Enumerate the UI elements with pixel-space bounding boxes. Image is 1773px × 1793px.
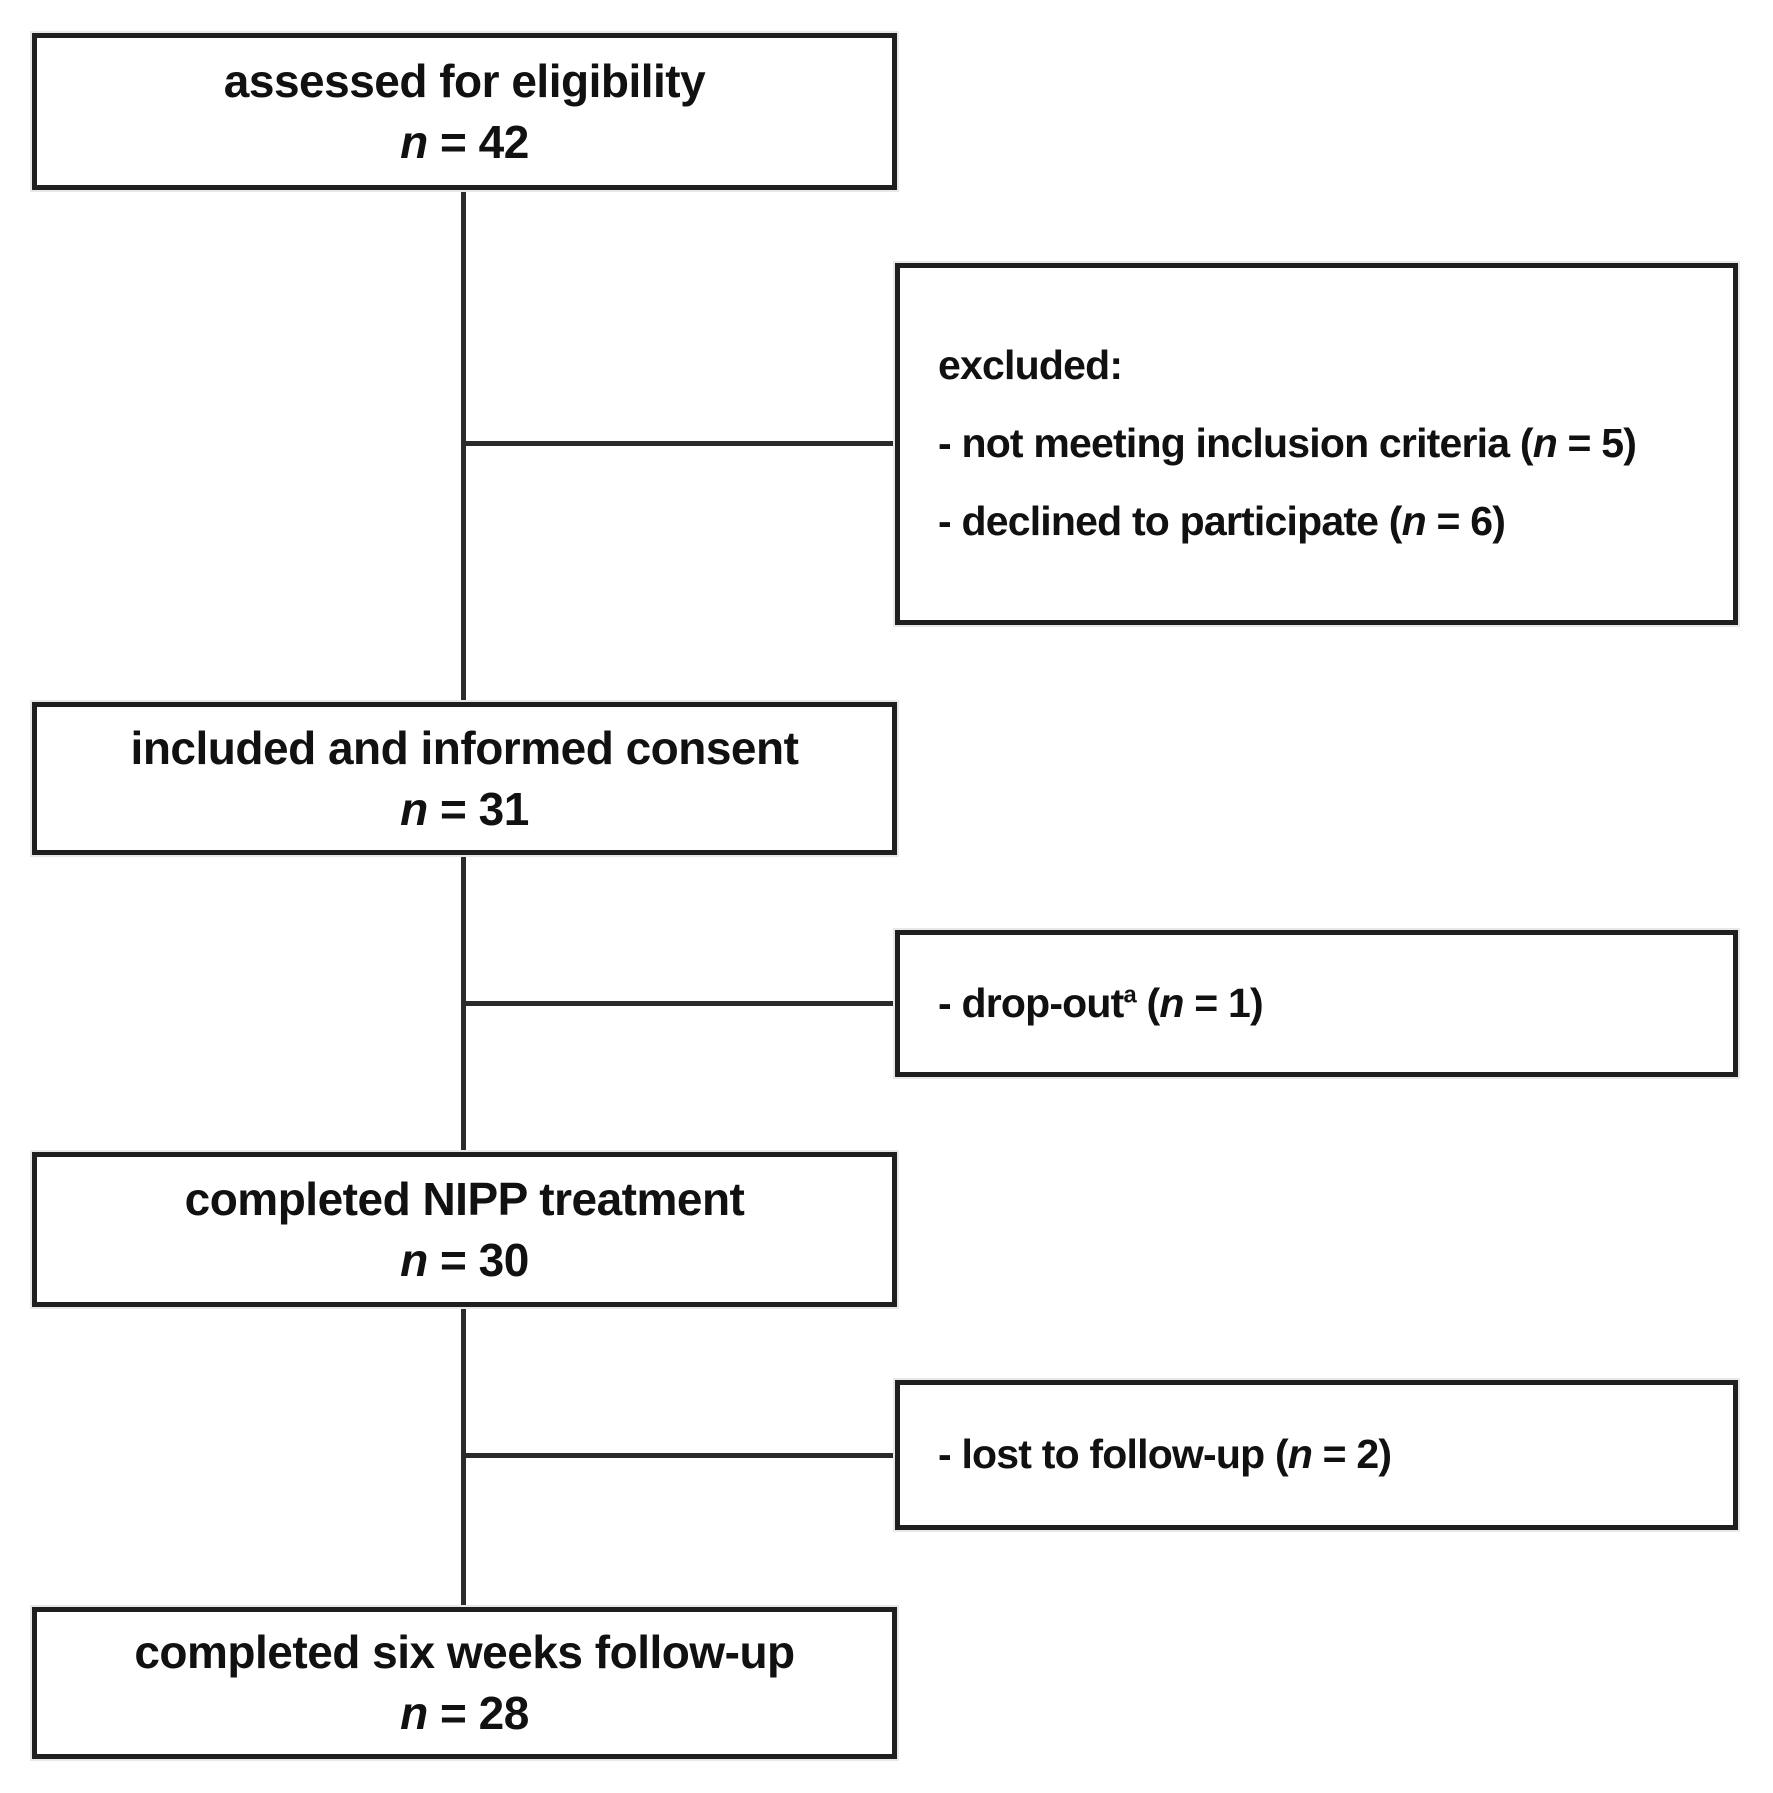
flow-box-included-n: n = 31	[400, 782, 529, 835]
flow-box-followup-title: completed six weeks follow-up	[134, 1626, 795, 1679]
connector-horizontal-to-dropout	[461, 1001, 895, 1006]
flow-box-included-title: included and informed consent	[130, 721, 799, 774]
connector-vertical-nipp-to-followup	[461, 1307, 466, 1609]
connector-vertical-assessed-to-included	[461, 190, 466, 704]
side-box-lost-to-followup: - lost to follow-up (n = 2)	[895, 1380, 1738, 1530]
flow-box-assessed: assessed for eligibility n = 42	[32, 33, 897, 190]
connector-horizontal-to-lost	[461, 1453, 895, 1458]
side-box-excluded: excluded: - not meeting inclusion criter…	[895, 263, 1738, 625]
side-box-excluded-line-1: excluded:	[938, 342, 1123, 389]
side-box-lost-to-followup-line-1: - lost to follow-up (n = 2)	[938, 1431, 1392, 1478]
connector-horizontal-to-excluded	[461, 441, 895, 446]
side-box-excluded-line-2: - not meeting inclusion criteria (n = 5)	[938, 420, 1637, 467]
flow-box-followup-n: n = 28	[400, 1687, 529, 1739]
flow-box-nipp-treatment-title: completed NIPP treatment	[184, 1172, 745, 1225]
flow-box-included: included and informed consent n = 31	[32, 702, 897, 855]
flow-box-nipp-treatment: completed NIPP treatment n = 30	[32, 1152, 897, 1307]
flow-box-assessed-n: n = 42	[400, 115, 529, 168]
side-box-excluded-line-3: - declined to participate (n = 6)	[938, 497, 1506, 544]
flow-box-nipp-treatment-n: n = 30	[400, 1233, 529, 1286]
side-box-dropout: - drop-outa (n = 1)	[895, 930, 1738, 1077]
flow-box-followup: completed six weeks follow-up n = 28	[32, 1607, 897, 1759]
side-box-dropout-line-1: - drop-outa (n = 1)	[938, 979, 1264, 1026]
flow-box-assessed-title: assessed for eligibility	[223, 54, 706, 107]
